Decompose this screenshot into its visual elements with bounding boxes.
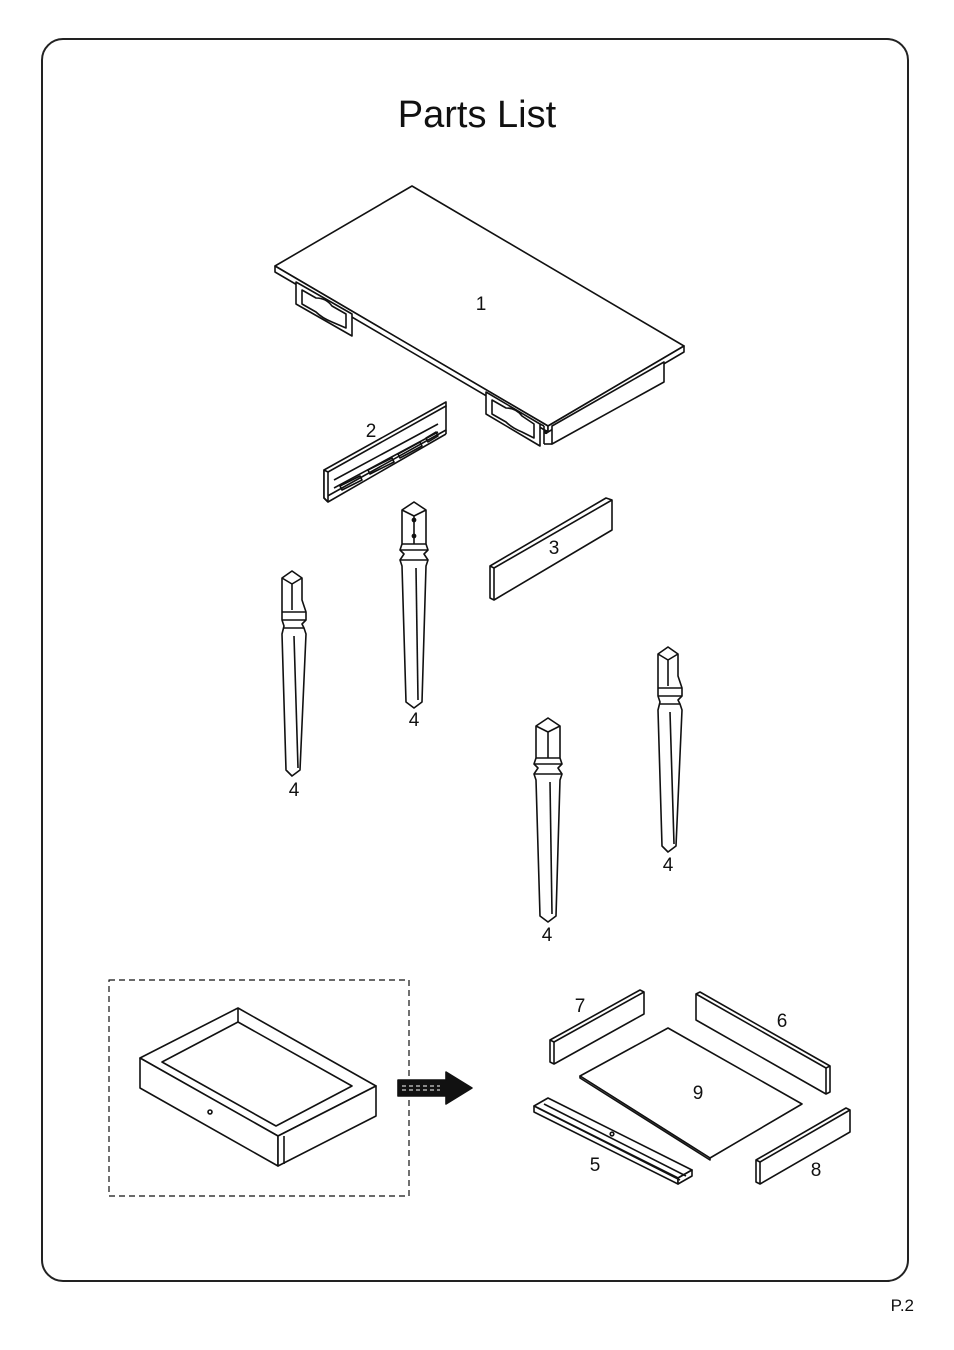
assembled-drawer (109, 980, 409, 1196)
part-4a-label: 4 (289, 780, 300, 801)
part-3-back-apron: 3 (490, 498, 612, 600)
part-1-label: 1 (476, 294, 487, 315)
part-4-leg-c: 4 (534, 718, 562, 946)
part-4-leg-a: 4 (282, 571, 306, 801)
part-2-drawer-rail: 2 (324, 402, 446, 502)
part-2-label: 2 (366, 421, 377, 442)
part-4b-label: 4 (409, 710, 420, 731)
part-4c-label: 4 (542, 925, 553, 946)
part-5-label: 5 (590, 1155, 601, 1176)
part-1-table-top: 1 (275, 186, 684, 446)
part-3-label: 3 (549, 538, 560, 559)
part-4-leg-b: 4 (400, 502, 428, 731)
part-6-label: 6 (777, 1011, 788, 1032)
part-8-label: 8 (811, 1160, 822, 1181)
page-number: P.2 (891, 1296, 914, 1316)
part-4-leg-d: 4 (658, 647, 682, 876)
explode-arrow-icon (398, 1072, 472, 1104)
part-4d-label: 4 (663, 855, 674, 876)
part-7-label: 7 (575, 996, 586, 1017)
part-9-label: 9 (693, 1083, 704, 1104)
